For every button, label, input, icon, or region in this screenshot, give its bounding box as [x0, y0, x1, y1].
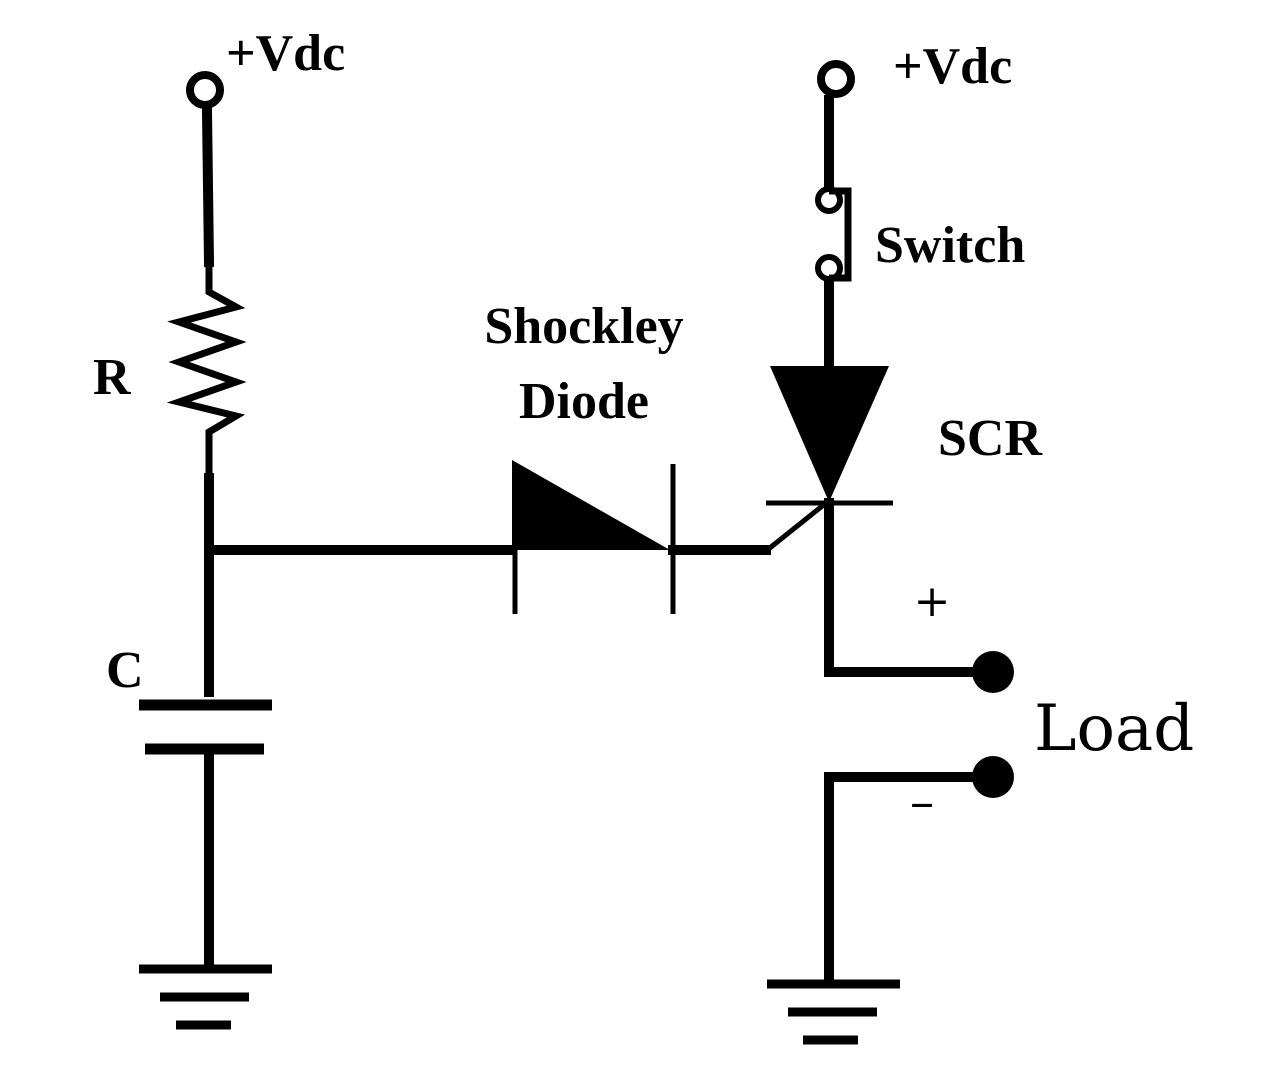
shockley-diode-label-line2: Diode [519, 373, 649, 430]
wire-vdc-to-resistor [201, 106, 215, 268]
capacitor-label: C [106, 642, 144, 699]
right-branch [766, 60, 1014, 1045]
switch-label: Switch [875, 217, 1025, 274]
resistor-symbol [166, 262, 247, 478]
vdc-right-label: +Vdc [893, 38, 1012, 95]
shockley-diode-triangle [512, 460, 670, 550]
minus-sign-label: – [910, 774, 934, 830]
scr-gate-lead [764, 501, 828, 553]
shockley-diode-symbol [512, 460, 828, 614]
vdc-terminal-right [817, 60, 855, 98]
resistor-label: R [93, 349, 132, 406]
left-branch [139, 71, 517, 1030]
load-label: Load [1034, 692, 1194, 766]
ground-symbol-left [139, 964, 272, 1030]
load-terminal-plus [972, 651, 1014, 693]
wire-scr-to-load-plus [824, 498, 993, 677]
plus-sign-label: + [914, 576, 951, 627]
scr-triangle [770, 366, 889, 502]
vdc-terminal-left [186, 71, 224, 109]
vdc-left-label: +Vdc [226, 25, 345, 82]
scr-label: SCR [938, 410, 1043, 467]
ground-symbol-right [767, 979, 900, 1045]
shockley-diode-label-line1: Shockley [484, 298, 683, 355]
wire-load-minus-to-ground [824, 772, 993, 983]
switch-symbol [815, 186, 852, 282]
